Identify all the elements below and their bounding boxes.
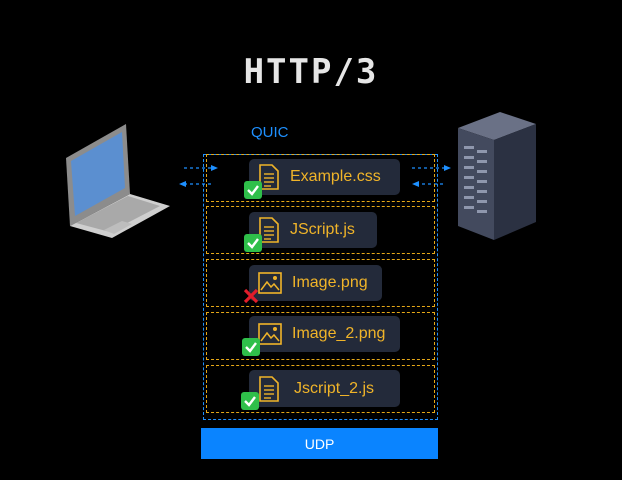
- file-name: Image.png: [292, 274, 368, 291]
- server-icon: [458, 112, 536, 240]
- document-icon: [259, 375, 279, 402]
- check-icon: [244, 181, 262, 199]
- cross-icon: [243, 288, 259, 304]
- stream-lane: [206, 312, 435, 360]
- file-card: Image.png: [249, 265, 382, 301]
- file-name: JScript.js: [290, 221, 355, 238]
- udp-transport-bar: UDP: [201, 428, 438, 459]
- diagram-title: HTTP/3: [243, 52, 379, 92]
- stream-lane: [206, 154, 435, 202]
- udp-label: UDP: [304, 435, 335, 452]
- file-name: Image_2.png: [292, 325, 386, 342]
- file-name: Example.css: [290, 168, 381, 185]
- stream-lane: [206, 365, 435, 413]
- image-icon: [258, 272, 282, 294]
- file-card: Jscript_2.js: [249, 370, 400, 407]
- stream-lane: [206, 259, 435, 307]
- check-icon: [241, 392, 259, 410]
- laptop-icon: [66, 124, 170, 238]
- image-icon: [258, 323, 282, 345]
- file-card: JScript.js: [249, 212, 377, 248]
- file-card: Image_2.png: [249, 316, 400, 352]
- file-name: Jscript_2.js: [294, 379, 375, 397]
- quic-label: QUIC: [251, 124, 289, 141]
- check-icon: [244, 234, 262, 252]
- file-card: Example.css: [249, 159, 400, 195]
- check-icon: [242, 338, 260, 356]
- stream-lane: [206, 206, 435, 254]
